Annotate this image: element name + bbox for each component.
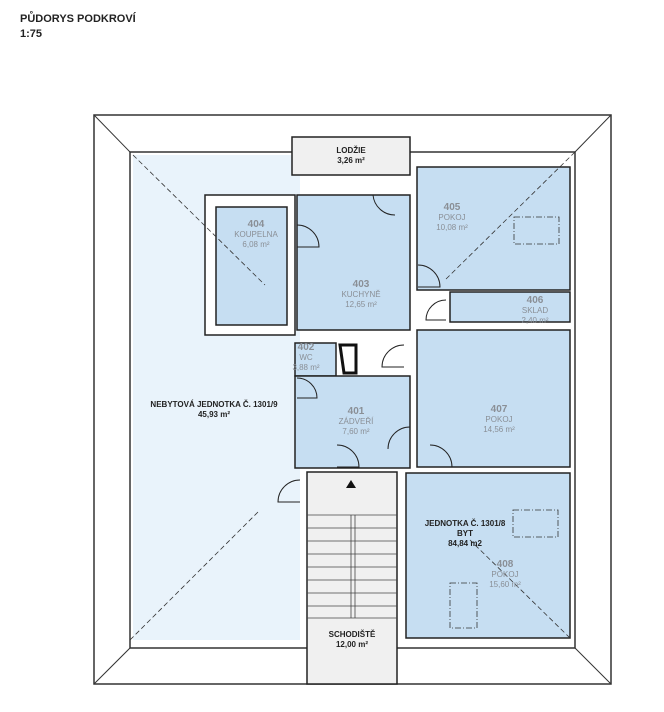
lodzie-label: LODŽIE 3,26 m² [336,146,365,166]
room-number: 403 [352,279,370,290]
lodzie-area: 3,26 m² [337,156,365,165]
byt-name: JEDNOTKA Č. 1301/8 [424,519,506,528]
skylights [449,216,560,629]
room-name: ZÁDVEŘÍ [338,417,374,426]
schodiste-label: SCHODIŠTĚ 12,00 m² [329,630,376,650]
room-406 [449,291,571,323]
room-name: POKOJ [485,415,513,424]
room-number: 401 [347,406,365,417]
room-number: 406 [526,295,544,306]
doors [277,194,453,503]
room-number: 402 [297,342,315,353]
room-number: 408 [496,559,514,570]
byt-label: JEDNOTKA Č. 1301/8 BYT 84,84 m2 [425,519,506,549]
room-name: POKOJ [491,570,519,579]
nebytova-area-text: 45,93 m² [197,410,231,419]
room-number: 404 [247,219,265,230]
schodiste-area: 12,00 m² [335,640,369,649]
roof-diagonals [129,151,576,641]
room-401 [294,375,411,469]
room-name: POKOJ [438,213,466,222]
corner-diagonals [93,114,612,685]
schodiste-name: SCHODIŠTĚ [328,630,376,639]
room-404 [215,206,288,326]
byt-type: BYT [457,529,473,538]
room-area: 7,60 m² [342,427,370,436]
byt-area: 84,84 m2 [448,539,482,548]
scale-text: 1:75 [20,28,43,40]
chimney [338,343,358,375]
title-text: PŮDORYS PODKROVÍ [20,13,136,25]
room-area: 3,88 m² [292,363,320,372]
room-name: KUCHYNĚ [341,290,381,299]
room-area: 12,65 m² [345,300,377,309]
lodzie [291,136,411,176]
stair-up-arrow-icon [346,480,356,488]
room-403 [296,194,411,331]
staircase [306,471,398,685]
room-area: 10,08 m² [436,223,468,232]
lodzie-name: LODŽIE [336,146,366,155]
room-area: 15,60 m² [489,580,521,589]
room-407 [416,329,571,468]
nebytova-label: NEBYTOVÁ JEDNOTKA Č. 1301/9 45,93 m² [150,400,277,420]
room-name: WC [299,353,313,362]
room-area: 2,40 m² [521,316,549,325]
room-area: 14,56 m² [483,425,515,434]
room-408 [405,472,571,639]
room-405 [416,166,571,291]
room-number: 407 [490,404,508,415]
room-area: 6,08 m² [242,240,270,249]
stair-steps [307,514,397,619]
nebytova-name: NEBYTOVÁ JEDNOTKA Č. 1301/9 [150,400,278,409]
drawing-title: PŮDORYS PODKROVÍ 1:75 [20,12,136,42]
room-name: KOUPELNA [234,230,278,239]
room-number: 405 [443,202,461,213]
room-name: SKLAD [521,306,549,315]
